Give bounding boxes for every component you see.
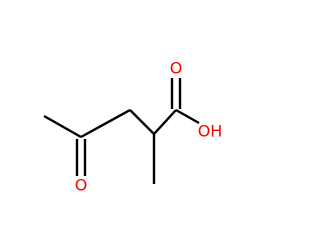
structural-formula: O O OH	[43, 59, 223, 195]
bond-alpha-carbon-to-acid-carbon	[153, 109, 177, 135]
bond-ch2-to-alpha-carbon	[129, 109, 155, 135]
ketone-oxygen-label: O	[75, 176, 88, 195]
bond-ketone-carbon-to-ch2	[80, 108, 131, 139]
bond-acid-carbon-to-hydroxyl	[175, 108, 200, 125]
hydroxyl-label: OH	[198, 122, 223, 141]
acid-oxygen-label: O	[170, 59, 183, 78]
bond-methyl-to-ketone-carbon	[43, 114, 82, 139]
